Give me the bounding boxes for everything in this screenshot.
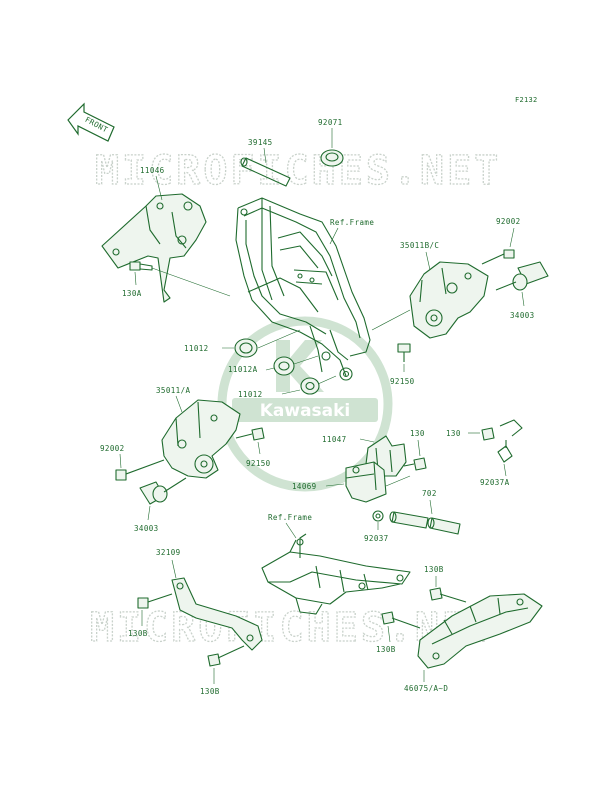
part-34003-right-footpeg [495,261,549,291]
part-11012A-cap [273,356,295,376]
part-92037-clip [372,510,384,522]
part-130A-bolt [129,261,153,271]
label-ref-frame-top: Ref.Frame [330,218,374,227]
rear-subframe [261,533,411,615]
label-ref-frame-bottom: Ref.Frame [268,513,312,522]
label-14069: 14069 [292,482,317,491]
part-92150-right-bolt [397,343,411,362]
label-39145: 39145 [248,138,273,147]
main-frame [235,197,371,381]
part-11012-cap-b [300,377,320,395]
label-130A: 130A [122,289,142,298]
label-702: 702 [422,489,437,498]
label-92002-right: 92002 [496,217,521,226]
part-130B-left-bolt-upper [137,593,173,609]
label-130B-right-lower: 130B [376,645,396,654]
part-34003-left-footpeg [139,477,187,505]
label-130-b: 130 [446,429,461,438]
front-arrow-icon: FRONT [67,102,115,142]
watermark-top: MICROFICHES.NET [95,148,501,194]
part-46075-chain-guard [417,593,543,669]
label-34003-left: 34003 [134,524,159,533]
label-130B-right-upper: 130B [424,565,444,574]
label-35011BC: 35011B/C [400,241,439,250]
label-34003-right: 34003 [510,311,535,320]
part-130-right-bolt [481,427,495,441]
part-35011A-bracket [161,399,241,479]
part-11012-cap-a [234,338,258,358]
label-92071: 92071 [318,118,343,127]
label-130B-left-lower: 130B [200,687,220,696]
part-130B-right-bolt-lower [381,611,421,629]
label-130B-left-upper: 130B [128,629,148,638]
part-92037A-clip [497,419,523,463]
label-11012-a: 11012 [184,344,209,353]
figure-code: F2132 [515,96,538,104]
part-92150-left-bolt [235,427,265,441]
label-11046: 11046 [140,166,165,175]
part-32109-bracket [171,577,263,651]
part-92071-cap [320,149,344,167]
logo-text: Kawasaki [260,401,351,421]
part-35011BC-bracket [409,261,489,339]
label-92002-left: 92002 [100,444,125,453]
part-39145-pipe [240,157,291,187]
part-702-tubes [389,511,461,535]
part-130B-left-bolt-lower [207,645,245,667]
part-130B-right-bolt-upper [429,587,467,603]
label-92150-left: 92150 [246,459,271,468]
part-11046-bracket [101,193,207,303]
label-130-a: 130 [410,429,425,438]
label-11012-b: 11012 [238,390,263,399]
label-92037A: 92037A [480,478,510,487]
label-11047: 11047 [322,435,347,444]
part-92002-right-bolt [481,249,515,265]
label-92150-right: 92150 [390,377,415,386]
label-35011A: 35011/A [156,386,190,395]
label-92037: 92037 [364,534,389,543]
part-92002-left-bolt [115,459,165,481]
label-46075: 46075/A~D [404,684,448,693]
part-130-cover-bolt [403,457,427,471]
part-14069-guard [345,461,387,503]
label-11012A: 11012A [228,365,258,374]
label-32109: 32109 [156,548,181,557]
